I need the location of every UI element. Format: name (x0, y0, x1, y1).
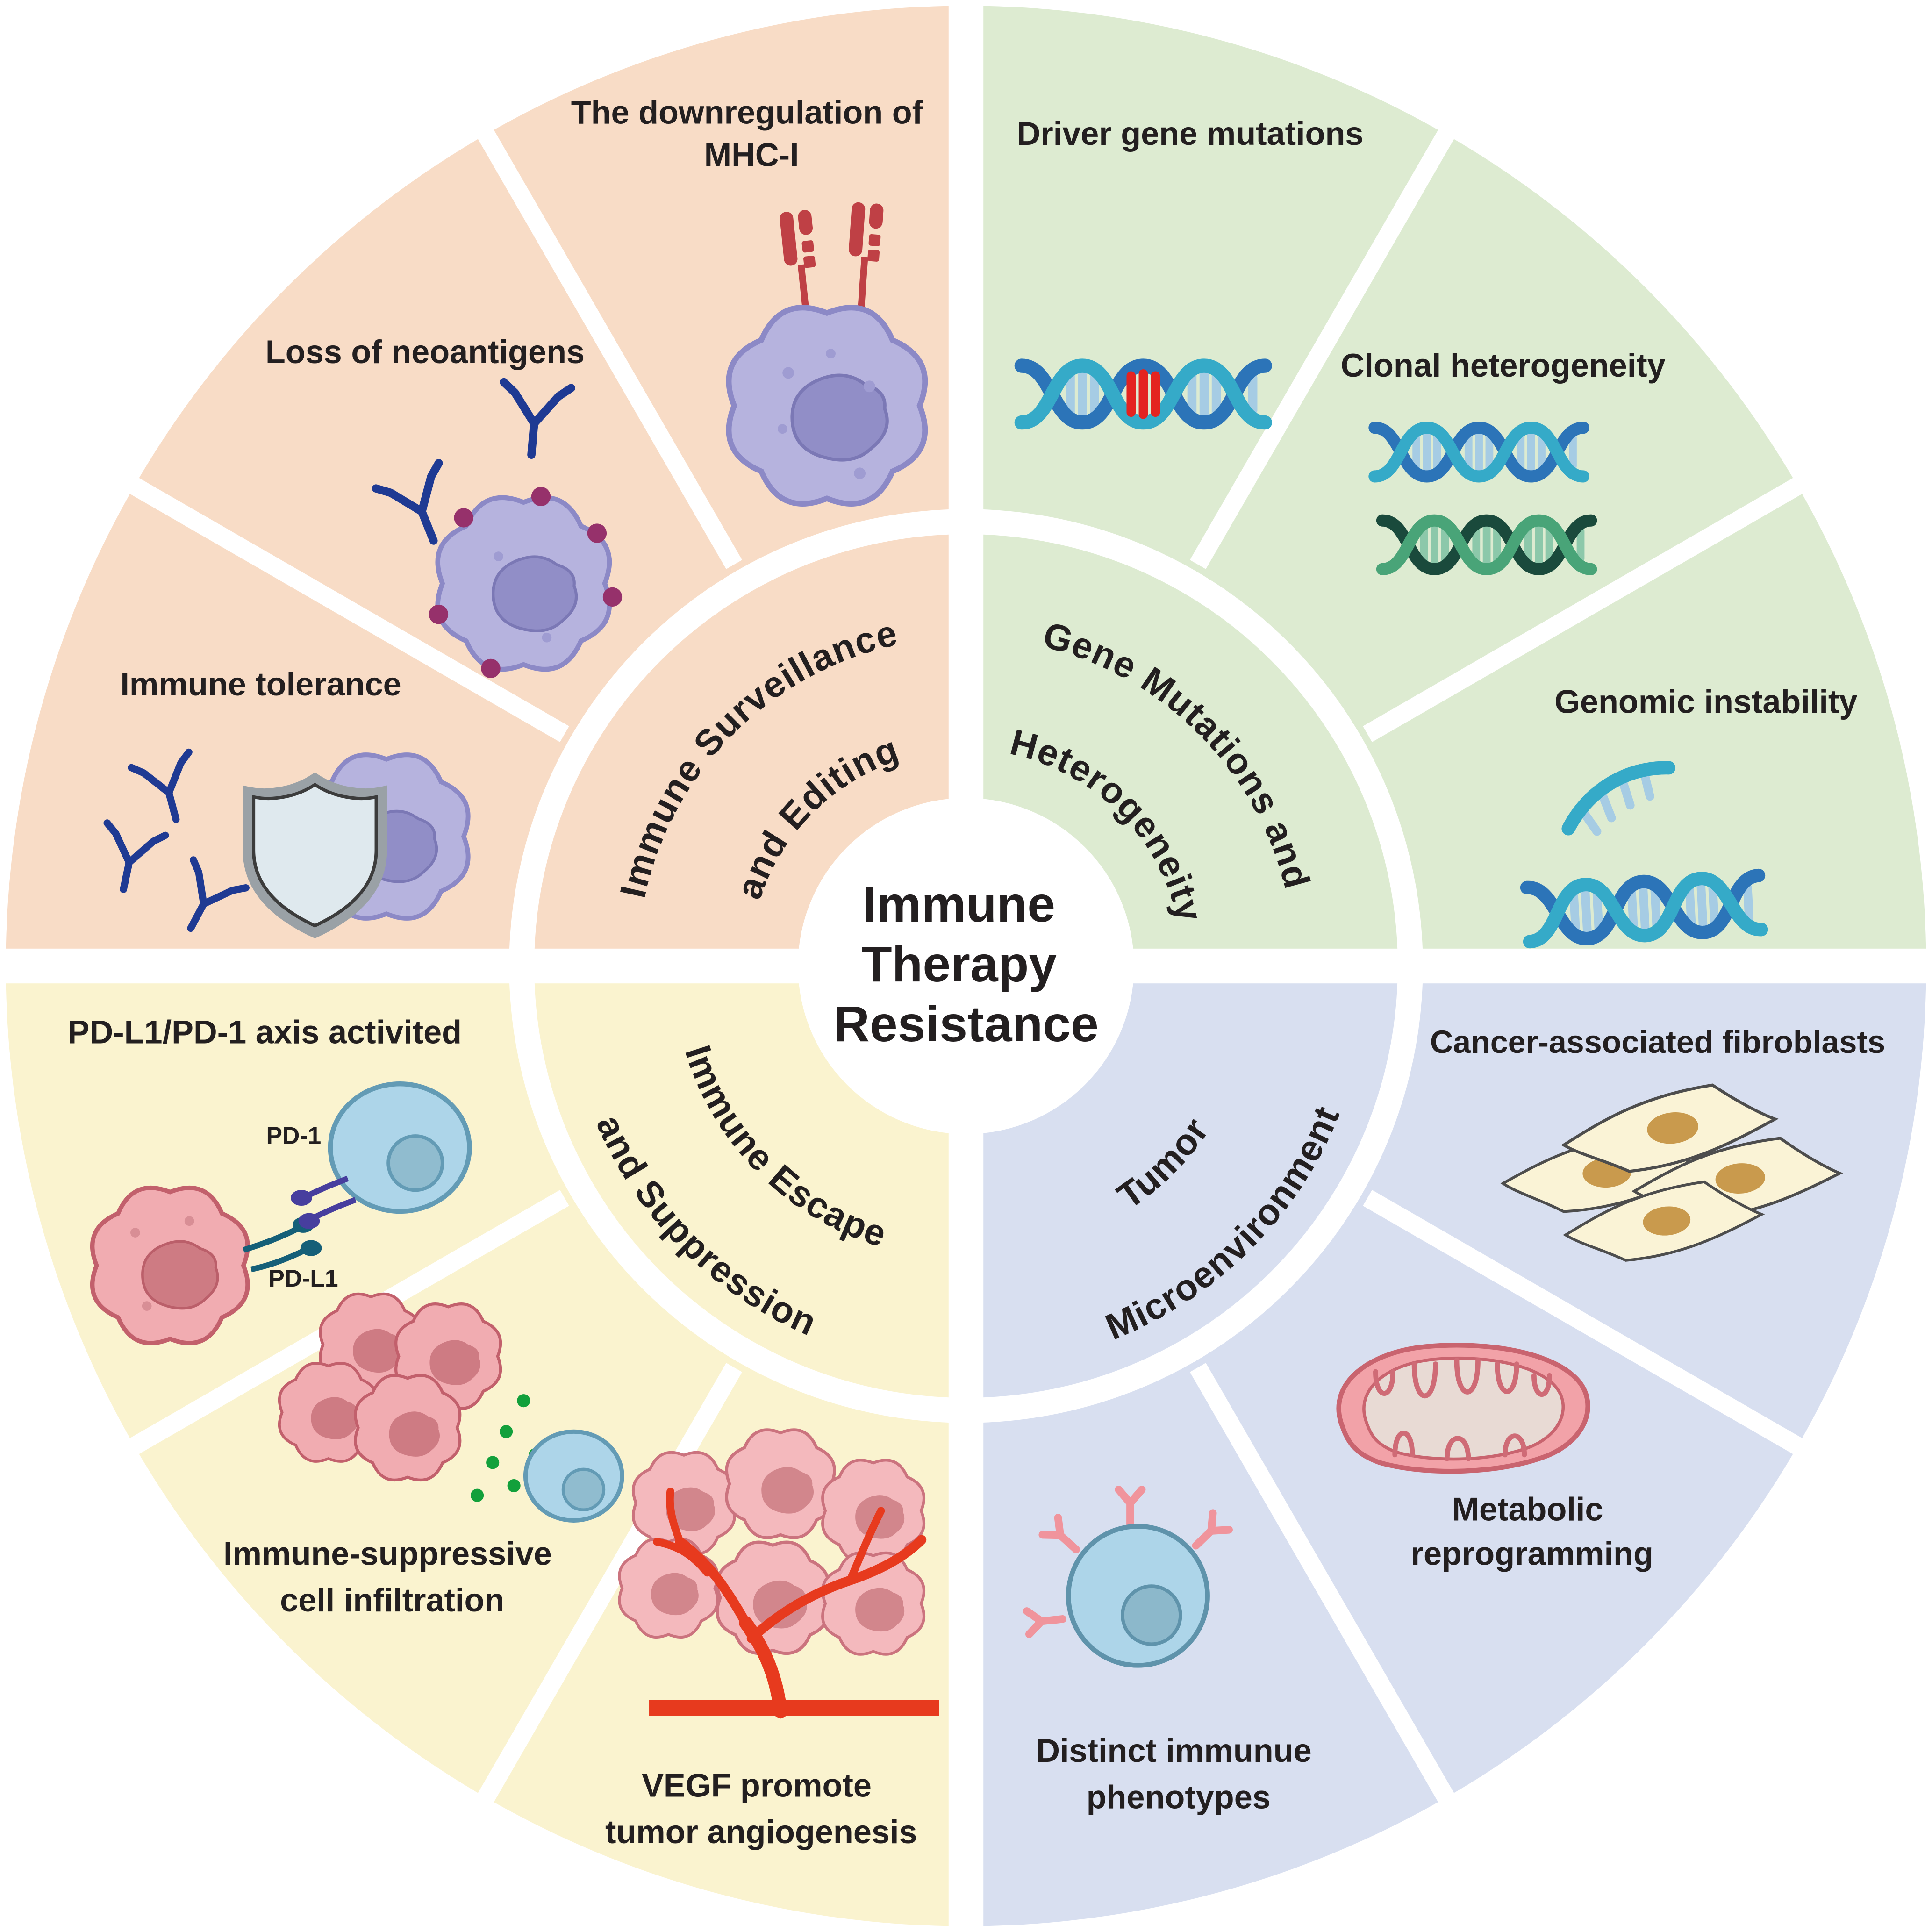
cristae (1373, 1357, 1552, 1461)
label-pd-l1-pd-1-axis: PD-L1/PD-1 axis activited (68, 1013, 462, 1050)
cell-speckles (130, 1216, 194, 1311)
label-cancer-associated-fibroblasts: Cancer-associated fibroblasts (1430, 1024, 1885, 1060)
label-clonal-heterogeneity: Clonal heterogeneity (1341, 347, 1666, 384)
dna-fragment-icon (1561, 761, 1676, 836)
label-downregulation-mhc-i: The downregulation of MHC-I (571, 94, 932, 173)
pd-1-receptor-icon (291, 1175, 357, 1229)
pd-l1-pd-1-binding-cells-icon: PD-1 PD-L1 (93, 1081, 472, 1343)
center-circle (798, 798, 1134, 1134)
cell-speckles (494, 551, 552, 643)
dna-helix-with-red-mutation-icon (1021, 365, 1265, 423)
label-loss-of-neoantigens: Loss of neoantigens (265, 333, 585, 370)
tumor-cells-cytokines-immune-cell-icon (279, 1294, 624, 1523)
label-metabolic-reprogramming: Metabolic reprogramming (1411, 1490, 1653, 1572)
center-title: Immune Therapy Resistance (833, 876, 1099, 1052)
immune-cell-nucleus (1121, 1584, 1182, 1646)
blood-vessel-base (649, 1700, 939, 1716)
label-immune-suppressive-infiltration: Immune-suppressive cell infiltration (223, 1535, 561, 1618)
label-genomic-instability: Genomic instability (1554, 683, 1857, 720)
mutation-rungs (1126, 369, 1160, 419)
immune-cell-with-receptors-icon (1027, 1489, 1229, 1668)
t-cell-nucleus (386, 1134, 444, 1192)
cell-speckles (777, 349, 875, 479)
immune-cell-nucleus (561, 1467, 606, 1512)
label-vegf-angiogenesis: VEGF promote tumor angiogenesis (605, 1767, 917, 1850)
pd-l1-label: PD-L1 (268, 1265, 338, 1292)
label-immune-tolerance: Immune tolerance (120, 665, 401, 702)
segment-dividers (105, 105, 1827, 1827)
tumor-cell-with-mhc-i-receptors-icon (729, 202, 925, 504)
neoantigen-dots (429, 487, 623, 679)
quadrant-immune-surveillance-and-editing (6, 6, 966, 966)
tumor-cell-with-neoantigens-and-antibodies-icon (376, 382, 623, 679)
pd-1-label: PD-1 (266, 1122, 322, 1149)
blood-vessel-icon (653, 1488, 927, 1719)
quadrant-gene-mutations-and-heterogeneity (966, 6, 1926, 966)
mitochondrion-icon (1336, 1343, 1590, 1474)
dna-helix-blue-icon (1374, 428, 1583, 477)
tumor-cells-with-blood-vessel-icon (619, 1430, 939, 1719)
dna-helix-green-icon (1382, 520, 1591, 569)
label-distinct-immune-phenotypes: Distinct immunue phenotypes (1036, 1732, 1321, 1815)
quadrant-immune-escape-and-suppression (6, 966, 966, 1926)
broken-dna-helix-icon (1527, 761, 1761, 942)
label-driver-gene-mutations: Driver gene mutations (1017, 115, 1364, 152)
